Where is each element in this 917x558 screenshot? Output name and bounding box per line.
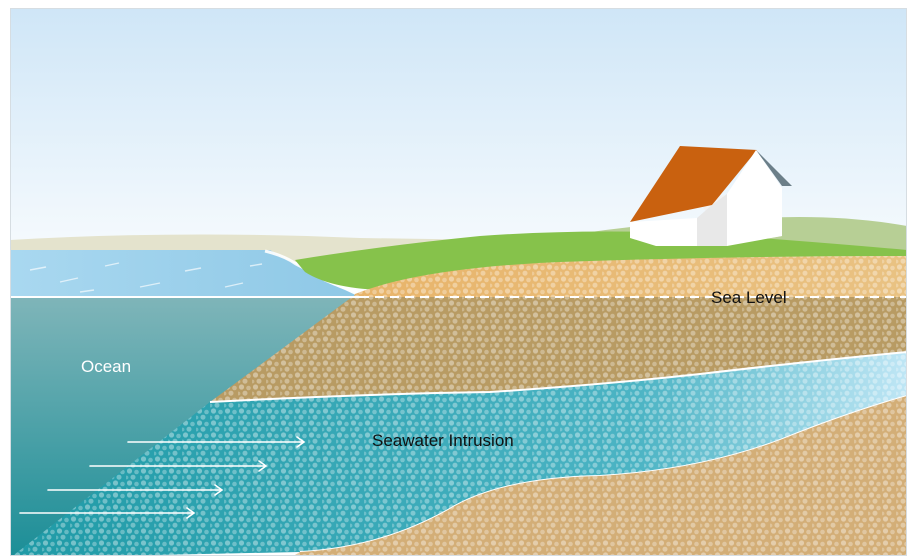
wave-marks (29, 262, 263, 293)
ocean-label: Ocean (81, 357, 131, 376)
intrusion-boundary (209, 351, 907, 403)
diagram-frame (10, 8, 907, 556)
seawater-intrusion-label: Seawater Intrusion (372, 431, 514, 450)
flow-arrow-icon (19, 436, 306, 519)
house-icon (630, 146, 792, 246)
sea-level-label: Sea Level (711, 288, 787, 307)
ocean-surface (10, 250, 360, 297)
